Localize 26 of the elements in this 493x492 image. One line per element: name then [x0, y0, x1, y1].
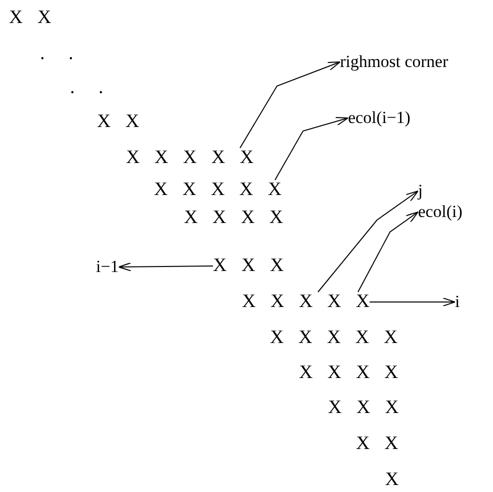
matrix-row: X X X X X: [242, 292, 370, 312]
matrix-row: X X X X X: [270, 328, 398, 348]
callout-label: righmost corner: [340, 52, 448, 72]
ellipsis-dots: . .: [40, 44, 74, 64]
matrix-row: X X: [9, 8, 52, 28]
matrix-row: X X X X: [184, 208, 284, 228]
callout-label: i−1: [96, 257, 119, 277]
leader-arrow: [318, 190, 418, 292]
matrix-row: X X X X X: [154, 180, 282, 200]
leader-arrow: [358, 212, 418, 292]
matrix-row: X: [385, 470, 399, 490]
callout-label: ecol(i−1): [348, 108, 410, 128]
matrix-row: X X X: [213, 256, 284, 276]
callout-label: ecol(i): [418, 202, 462, 222]
matrix-row: X X: [97, 112, 140, 132]
callout-label: j: [418, 181, 423, 201]
matrix-row: X X X X: [299, 363, 398, 383]
callout-label: i: [455, 292, 460, 312]
matrix-row: X X X X X: [126, 148, 254, 168]
leader-arrow: [369, 298, 456, 306]
leader-arrow: [118, 262, 214, 272]
ellipsis-dots: . .: [70, 78, 104, 98]
matrix-row: X X: [356, 434, 398, 454]
matrix-row: X X X: [328, 398, 399, 418]
leader-arrow: [240, 62, 340, 148]
leader-arrow: [274, 117, 348, 180]
